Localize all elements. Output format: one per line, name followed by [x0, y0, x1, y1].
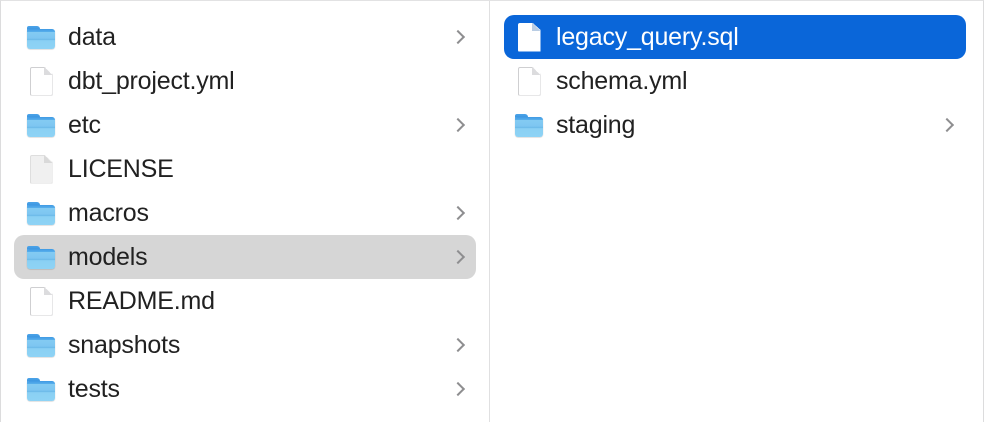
file-icon — [26, 240, 56, 274]
file-name-label: macros — [68, 200, 149, 226]
file-row[interactable]: tests — [14, 367, 476, 411]
file-row[interactable]: etc — [14, 103, 476, 147]
file-row[interactable]: LICENSE — [14, 147, 476, 191]
file-row[interactable]: macros — [14, 191, 476, 235]
file-name-label: staging — [556, 112, 636, 138]
chevron-right-icon — [940, 70, 954, 92]
chevron-right-icon — [940, 26, 954, 48]
file-row[interactable]: models — [14, 235, 476, 279]
file-name-label: README.md — [68, 288, 215, 314]
chevron-right-icon[interactable] — [940, 114, 954, 136]
folder-icon — [27, 25, 55, 49]
file-row[interactable]: legacy_query.sql — [504, 15, 966, 59]
document-icon — [29, 286, 53, 316]
file-name-label: LICENSE — [68, 156, 174, 182]
document-icon — [517, 66, 541, 96]
folder-icon — [27, 113, 55, 137]
file-icon — [26, 108, 56, 142]
chevron-right-icon[interactable] — [451, 202, 465, 224]
chevron-right-icon[interactable] — [451, 378, 465, 400]
file-icon — [514, 64, 544, 98]
document-icon — [29, 66, 53, 96]
chevron-right-icon[interactable] — [451, 114, 465, 136]
file-icon — [26, 64, 56, 98]
file-icon — [26, 284, 56, 318]
folder-icon — [27, 333, 55, 357]
file-name-label: dbt_project.yml — [68, 68, 235, 94]
file-row[interactable]: data — [14, 15, 476, 59]
document-icon — [517, 22, 541, 52]
file-row[interactable]: dbt_project.yml — [14, 59, 476, 103]
file-name-label: tests — [68, 376, 120, 402]
file-row[interactable]: staging — [504, 103, 966, 147]
file-icon — [26, 372, 56, 406]
chevron-right-icon — [451, 290, 465, 312]
chevron-right-icon — [451, 70, 465, 92]
file-name-label: models — [68, 244, 148, 270]
folder-icon — [27, 201, 55, 225]
file-icon — [26, 328, 56, 362]
file-row[interactable]: README.md — [14, 279, 476, 323]
file-name-label: legacy_query.sql — [556, 24, 739, 50]
chevron-right-icon[interactable] — [451, 26, 465, 48]
file-name-label: data — [68, 24, 116, 50]
file-icon — [514, 108, 544, 142]
file-column-child[interactable]: legacy_query.sql schema.yml staging — [490, 1, 983, 422]
chevron-right-icon — [451, 158, 465, 180]
file-row[interactable]: snapshots — [14, 323, 476, 367]
file-icon — [514, 20, 544, 54]
file-icon — [26, 20, 56, 54]
folder-icon — [515, 113, 543, 137]
file-name-label: schema.yml — [556, 68, 688, 94]
file-name-label: snapshots — [68, 332, 181, 358]
folder-icon — [27, 245, 55, 269]
chevron-right-icon[interactable] — [451, 246, 465, 268]
file-icon — [26, 196, 56, 230]
file-row[interactable]: schema.yml — [504, 59, 966, 103]
folder-icon — [27, 377, 55, 401]
file-name-label: etc — [68, 112, 101, 138]
file-icon — [26, 152, 56, 186]
document-plain-icon — [29, 154, 53, 184]
chevron-right-icon[interactable] — [451, 334, 465, 356]
